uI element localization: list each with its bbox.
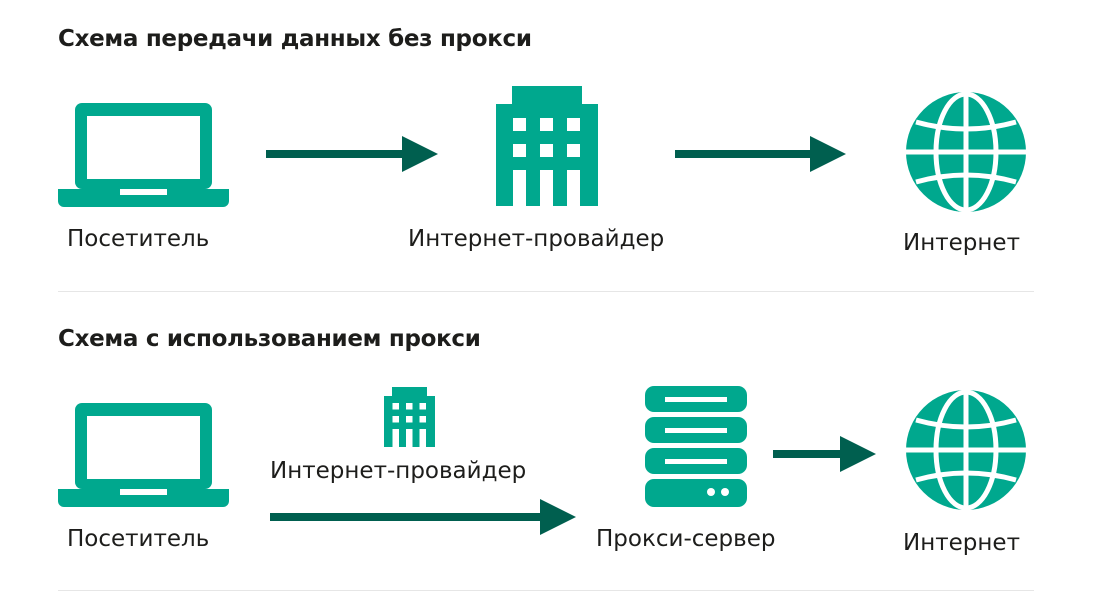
arrow-right-icon [266,136,438,172]
arrow-right-icon [773,436,876,472]
laptop-icon [58,103,229,207]
section2-title: Схема с использованием прокси [58,326,481,352]
server-icon [645,386,747,507]
building-icon [384,387,435,447]
visitor-label: Посетитель [67,526,210,552]
proxy-label: Прокси-сервер [596,526,776,552]
divider [58,291,1034,292]
section1-title: Схема передачи данных без прокси [58,26,532,52]
globe-icon [906,390,1026,510]
globe-icon [906,92,1026,212]
internet-label: Интернет [903,530,1020,556]
isp-label: Интернет-провайдер [408,226,665,252]
isp-label: Интернет-провайдер [270,458,527,484]
internet-label: Интернет [903,230,1020,256]
building-icon [496,86,598,206]
arrow-right-icon [675,136,846,172]
divider [58,590,1034,591]
visitor-label: Посетитель [67,226,210,252]
arrow-right-icon [270,499,576,535]
laptop-icon [58,403,229,507]
